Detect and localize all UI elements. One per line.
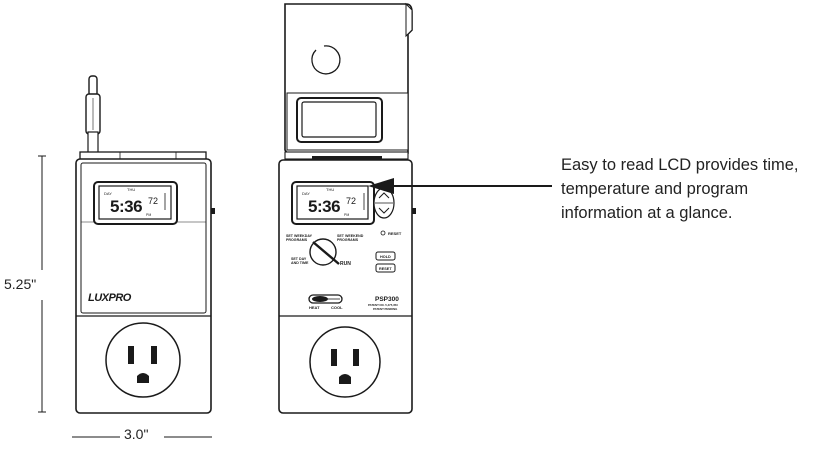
program-selector-dial[interactable] [309, 238, 340, 266]
left-power-outlet [105, 322, 181, 398]
chevron-down-icon [378, 207, 390, 214]
right-lcd-top-label: THU [326, 187, 334, 192]
label-set-weekend-2: PROGRAMS [337, 238, 359, 242]
left-lcd-temp: 72 [148, 196, 158, 206]
model-number: PSP300 [375, 296, 399, 303]
label-and-time: AND TIME [291, 261, 309, 265]
right-lcd-day: DAY [302, 191, 310, 196]
right-thermostat: DAY THU 5:36 72 PM SET WEEKDAY PROGRAMS … [278, 2, 416, 414]
patent-pending: PATENT PENDING [373, 307, 397, 311]
left-lcd-top-label: THU [127, 187, 135, 192]
right-lcd-temp: 72 [346, 196, 356, 206]
left-thermostat: DAY THU 5:36 72 PM LUXPRO [75, 75, 215, 414]
label-set-weekday: SET WEEKDAY [286, 234, 313, 238]
callout-arrow [368, 178, 552, 194]
reset-pinhole[interactable] [380, 230, 386, 236]
right-lcd-pm: PM [344, 213, 349, 217]
right-lcd-time: 5:36 [308, 197, 340, 216]
hold-button[interactable]: HOLD [375, 251, 396, 261]
width-dimension-label: 3.0" [124, 426, 149, 442]
callout-line-3: information at a glance. [561, 204, 733, 222]
temperature-probe [85, 75, 101, 155]
heat-cool-switch[interactable] [308, 294, 343, 304]
height-dimension-label: 5.25" [4, 276, 37, 292]
left-lcd-display: DAY THU 5:36 72 PM [93, 181, 178, 225]
right-power-outlet [309, 326, 381, 398]
label-set-weekday-2: PROGRAMS [286, 238, 308, 242]
left-lcd-pm: PM [146, 213, 151, 217]
reset-button-label: RESET [379, 267, 392, 271]
label-heat: HEAT [309, 305, 320, 310]
reset-button[interactable]: RESET [375, 263, 396, 273]
right-lcd-display: DAY THU 5:36 72 PM [291, 181, 375, 225]
label-reset: RESET [388, 231, 402, 236]
left-brand-logo: LUXPRO [88, 292, 132, 304]
height-dimension [38, 155, 46, 413]
callout-line-2: temperature and program [561, 180, 749, 198]
hold-button-label: HOLD [380, 255, 391, 259]
label-set-day: SET DAY [291, 257, 307, 261]
label-cool: COOL [331, 305, 343, 310]
callout-line-1: Easy to read LCD provides time, [561, 156, 799, 174]
left-lcd-time: 5:36 [110, 197, 142, 216]
left-lcd-day: DAY [104, 191, 112, 196]
patent-number: PATENT NO. 5,475,353 [368, 303, 398, 307]
label-set-weekend: SET WEEKEND [337, 234, 364, 238]
chevron-up-icon [378, 192, 390, 199]
lcd-callout-text: Easy to read LCD provides time, temperat… [561, 153, 823, 225]
label-run: RUN [340, 261, 351, 267]
open-cover [284, 2, 413, 154]
